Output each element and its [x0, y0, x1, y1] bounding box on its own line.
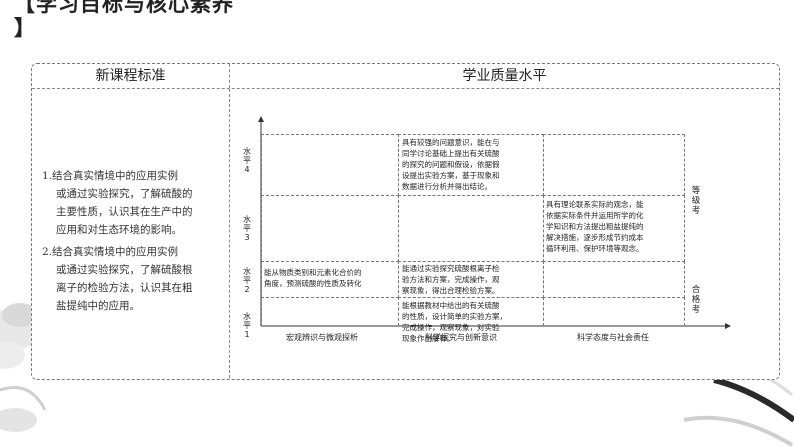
header-quality-level: 学业质量水平 — [462, 68, 547, 84]
grid-cell-l4-c3 — [543, 134, 685, 196]
grid-cell-l1-c1 — [261, 297, 399, 326]
grid-cell-l3-c2 — [398, 195, 544, 262]
curriculum-standards-cell: 1.结合真实情境中的应用实例 或通过实验探究，了解硫酸的 主要性质，认识其在生产… — [32, 89, 230, 378]
header-new-curriculum: 新课程标准 — [32, 64, 230, 88]
level4-inquiry-text: 具有较强的问题意识，能在与同学讨论基础上提出有关硫酸的探究的问题和假设，依据假设… — [402, 138, 500, 191]
standards-table: 新课程标准 学业质量水平 1.结合真实情境中的应用实例 或通过实验探究，了解硫酸… — [31, 63, 780, 380]
side-label-qualification-exam: 合格考 — [691, 285, 701, 315]
page-title: 【学习目标与核心素养 — [14, 0, 234, 16]
table-header-row: 新课程标准 学业质量水平 — [32, 64, 779, 89]
standard-item-2: 2.结合真实情境中的应用实例 或通过实验探究，了解硫酸根 离子的检验方法，认识其… — [42, 246, 193, 312]
side-label-graded-exam: 等级考 — [691, 186, 701, 216]
grid-cell-l3-c1 — [261, 195, 399, 262]
x-label-inquiry-innovation: 科学探究与创新意识 — [425, 333, 497, 342]
level3-responsibility-text: 具有理论联系实际的观念，能依据实际条件并运用所学的化学知识和方法提出粗盐提纯的解… — [546, 200, 644, 253]
x-label-attitude-responsibility: 科学态度与社会责任 — [577, 333, 649, 342]
grid-cell-l1-c3 — [543, 297, 685, 326]
level2-inquiry-text: 能通过实验探究硫酸根离子检验方法和方案，完成操作，观察现象，得出合理检验方案。 — [402, 264, 500, 295]
grid-cell-l4-c1 — [261, 134, 399, 196]
level1-inquiry-text: 能根据教材中给出的有关硫酸的性质，设计简单的实验方案，完成操作，观察现象，对实验… — [402, 301, 507, 343]
page-title-bracket: 】 — [14, 16, 35, 40]
standard-item-1: 1.结合真实情境中的应用实例 或通过实验探究，了解硫酸的 主要性质，认识其在生产… — [42, 170, 193, 236]
grid-cell-l2-c3 — [543, 261, 685, 298]
level2-macro-text: 能从物质类别和元素化合价的角度，预测硫酸的性质及转化 — [264, 268, 362, 288]
x-label-macro-micro: 宏观辨识与微观探析 — [286, 333, 358, 342]
quality-level-chart: 具有较强的问题意识，能在与同学讨论基础上提出有关硫酸的探究的问题和假设，依据假设… — [230, 89, 779, 378]
